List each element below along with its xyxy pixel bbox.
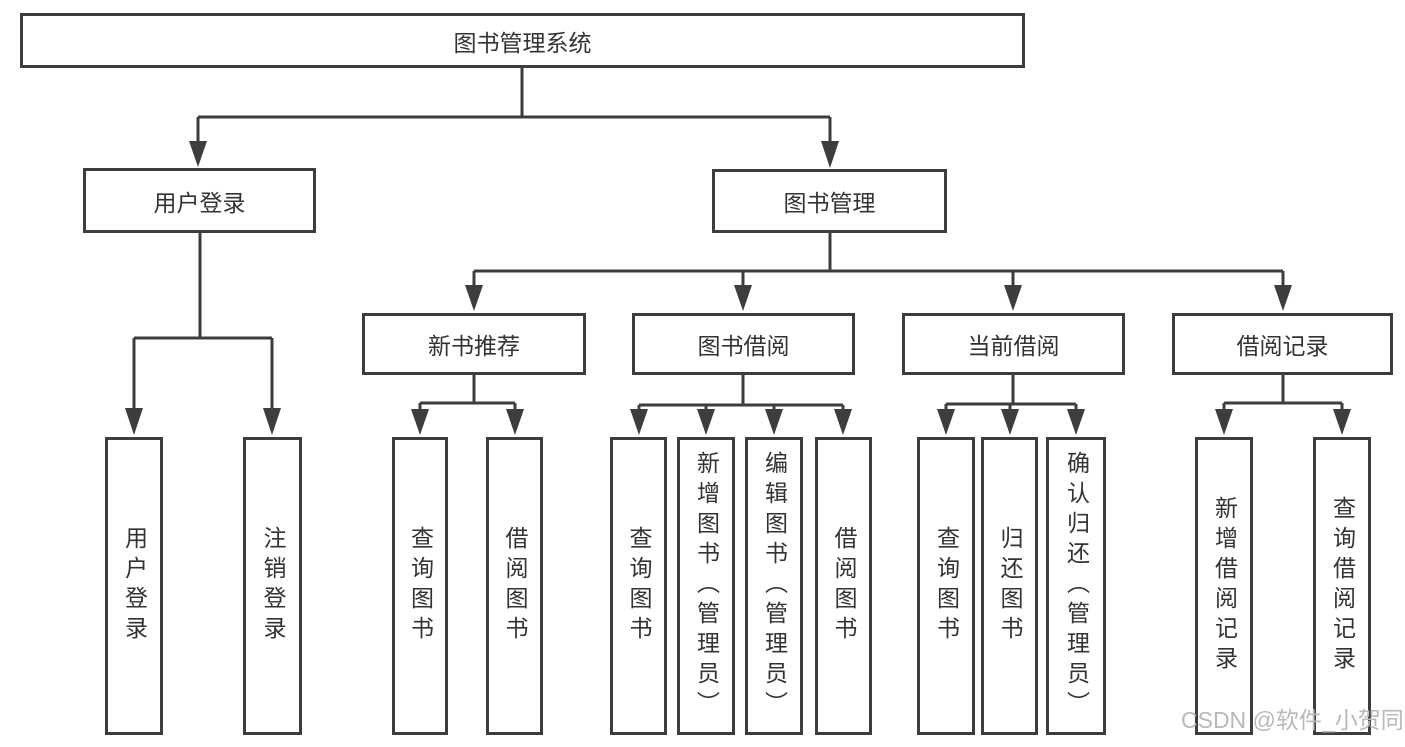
node-book-borrowing-label: 图书借阅 xyxy=(697,333,790,359)
connector-borrow-to-leaves xyxy=(637,375,845,411)
leaf-current-confirm-admin: 确认归还（管理员） xyxy=(1046,437,1106,735)
leaf-borrow-borrow: 借阅图书 xyxy=(815,437,872,735)
node-new-book-recommend-label: 新书推荐 xyxy=(428,333,520,359)
leaf-user-logout-label: 注销登录 xyxy=(260,526,286,646)
connector-current-to-leaves xyxy=(944,375,1078,411)
leaf-records-add-label: 新增借阅记录 xyxy=(1211,496,1238,676)
leaf-newbooks-query-label: 查询图书 xyxy=(407,526,434,646)
node-current-borrowing: 当前借阅 xyxy=(902,313,1125,375)
connector-records-to-leaves xyxy=(1222,375,1344,411)
node-book-management-label: 图书管理 xyxy=(783,190,876,216)
node-current-borrowing-label: 当前借阅 xyxy=(967,333,1060,359)
node-root-label: 图书管理系统 xyxy=(453,29,592,56)
node-borrow-records: 借阅记录 xyxy=(1172,313,1393,375)
leaf-borrow-query: 查询图书 xyxy=(610,437,667,735)
leaf-newbooks-borrow-label: 借阅图书 xyxy=(502,526,528,646)
leaf-current-query-label: 查询图书 xyxy=(933,526,960,646)
leaf-borrow-add-admin: 新增图书（管理员） xyxy=(677,437,735,735)
csdn-watermark: CSDN @软件_小贺同学 xyxy=(1181,707,1405,733)
node-book-borrowing: 图书借阅 xyxy=(632,313,855,375)
leaf-records-query: 查询借阅记录 xyxy=(1313,437,1371,735)
node-book-management-branch: 图书管理 xyxy=(712,169,947,233)
node-root-system: 图书管理系统 xyxy=(20,13,1025,68)
leaf-current-return: 归还图书 xyxy=(981,437,1038,735)
leaf-user-logout: 注销登录 xyxy=(243,437,302,735)
connector-bookmgmt-to-level3 xyxy=(472,233,1285,287)
leaf-records-query-label: 查询借阅记录 xyxy=(1329,496,1356,676)
connector-newbooks-to-leaves xyxy=(418,375,517,410)
leaf-newbooks-query: 查询图书 xyxy=(392,437,448,735)
leaf-borrow-edit-admin: 编辑图书（管理员） xyxy=(745,437,803,735)
leaf-borrow-borrow-label: 借阅图书 xyxy=(831,526,857,646)
leaf-current-return-label: 归还图书 xyxy=(997,526,1023,646)
node-borrow-records-label: 借阅记录 xyxy=(1236,333,1329,359)
leaf-current-confirm-admin-label: 确认归还（管理员） xyxy=(1063,451,1090,721)
arrowheads xyxy=(125,141,1351,435)
node-user-login-label: 用户登录 xyxy=(153,189,246,216)
connector-userlogin-to-leaves xyxy=(132,233,274,410)
leaf-records-add: 新增借阅记录 xyxy=(1195,437,1253,735)
node-user-login-branch: 用户登录 xyxy=(83,168,316,233)
connector-root-to-level2 xyxy=(196,68,832,143)
leaf-current-query: 查询图书 xyxy=(917,437,975,735)
leaf-user-login-label: 用户登录 xyxy=(121,526,148,646)
leaf-newbooks-borrow: 借阅图书 xyxy=(486,437,543,735)
leaf-borrow-add-admin-label: 新增图书（管理员） xyxy=(693,451,720,721)
leaf-borrow-query-label: 查询图书 xyxy=(626,526,652,646)
leaf-user-login: 用户登录 xyxy=(105,437,163,735)
leaf-borrow-edit-admin-label: 编辑图书（管理员） xyxy=(761,451,788,721)
node-new-book-recommend: 新书推荐 xyxy=(362,313,586,375)
